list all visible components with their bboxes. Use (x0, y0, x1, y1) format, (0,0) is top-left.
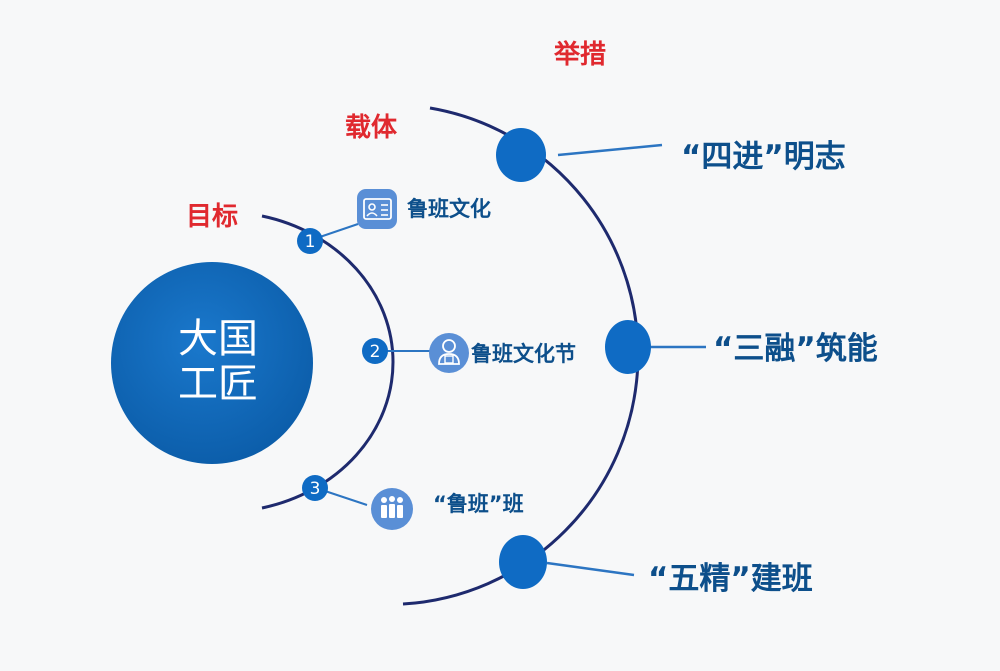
number-node-3 (302, 475, 328, 501)
measure-node-3 (499, 535, 547, 589)
number-1: 1 (305, 232, 316, 252)
carrier-label-3: “鲁班”班 (433, 492, 524, 516)
number-node-1 (297, 228, 323, 254)
label-measure: 举措 (553, 39, 606, 70)
number-2: 2 (370, 342, 381, 362)
carrier-label-1: 鲁班文化 (407, 197, 491, 221)
center-circle (111, 262, 313, 464)
number-3: 3 (310, 479, 321, 499)
id-card-icon (357, 189, 397, 229)
person-icon (429, 333, 469, 373)
center-text-line1: 大国 (178, 316, 258, 362)
number-node-2 (362, 338, 388, 364)
measure-label-1: “四进”明志 (681, 139, 846, 175)
measure-line-3 (546, 561, 635, 577)
group-icon (371, 488, 413, 530)
measure-node-2 (605, 320, 651, 374)
measure-label-3: “五精”建班 (648, 561, 813, 597)
label-carrier: 载体 (345, 113, 398, 143)
measure-line-1 (557, 143, 663, 157)
measure-node-1 (496, 128, 546, 182)
label-goal: 目标 (186, 202, 238, 232)
measure-label-2: “三融”筑能 (713, 331, 878, 367)
carrier-label-2: 鲁班文化节 (471, 342, 576, 366)
center-text-line2: 工匠 (178, 361, 258, 407)
